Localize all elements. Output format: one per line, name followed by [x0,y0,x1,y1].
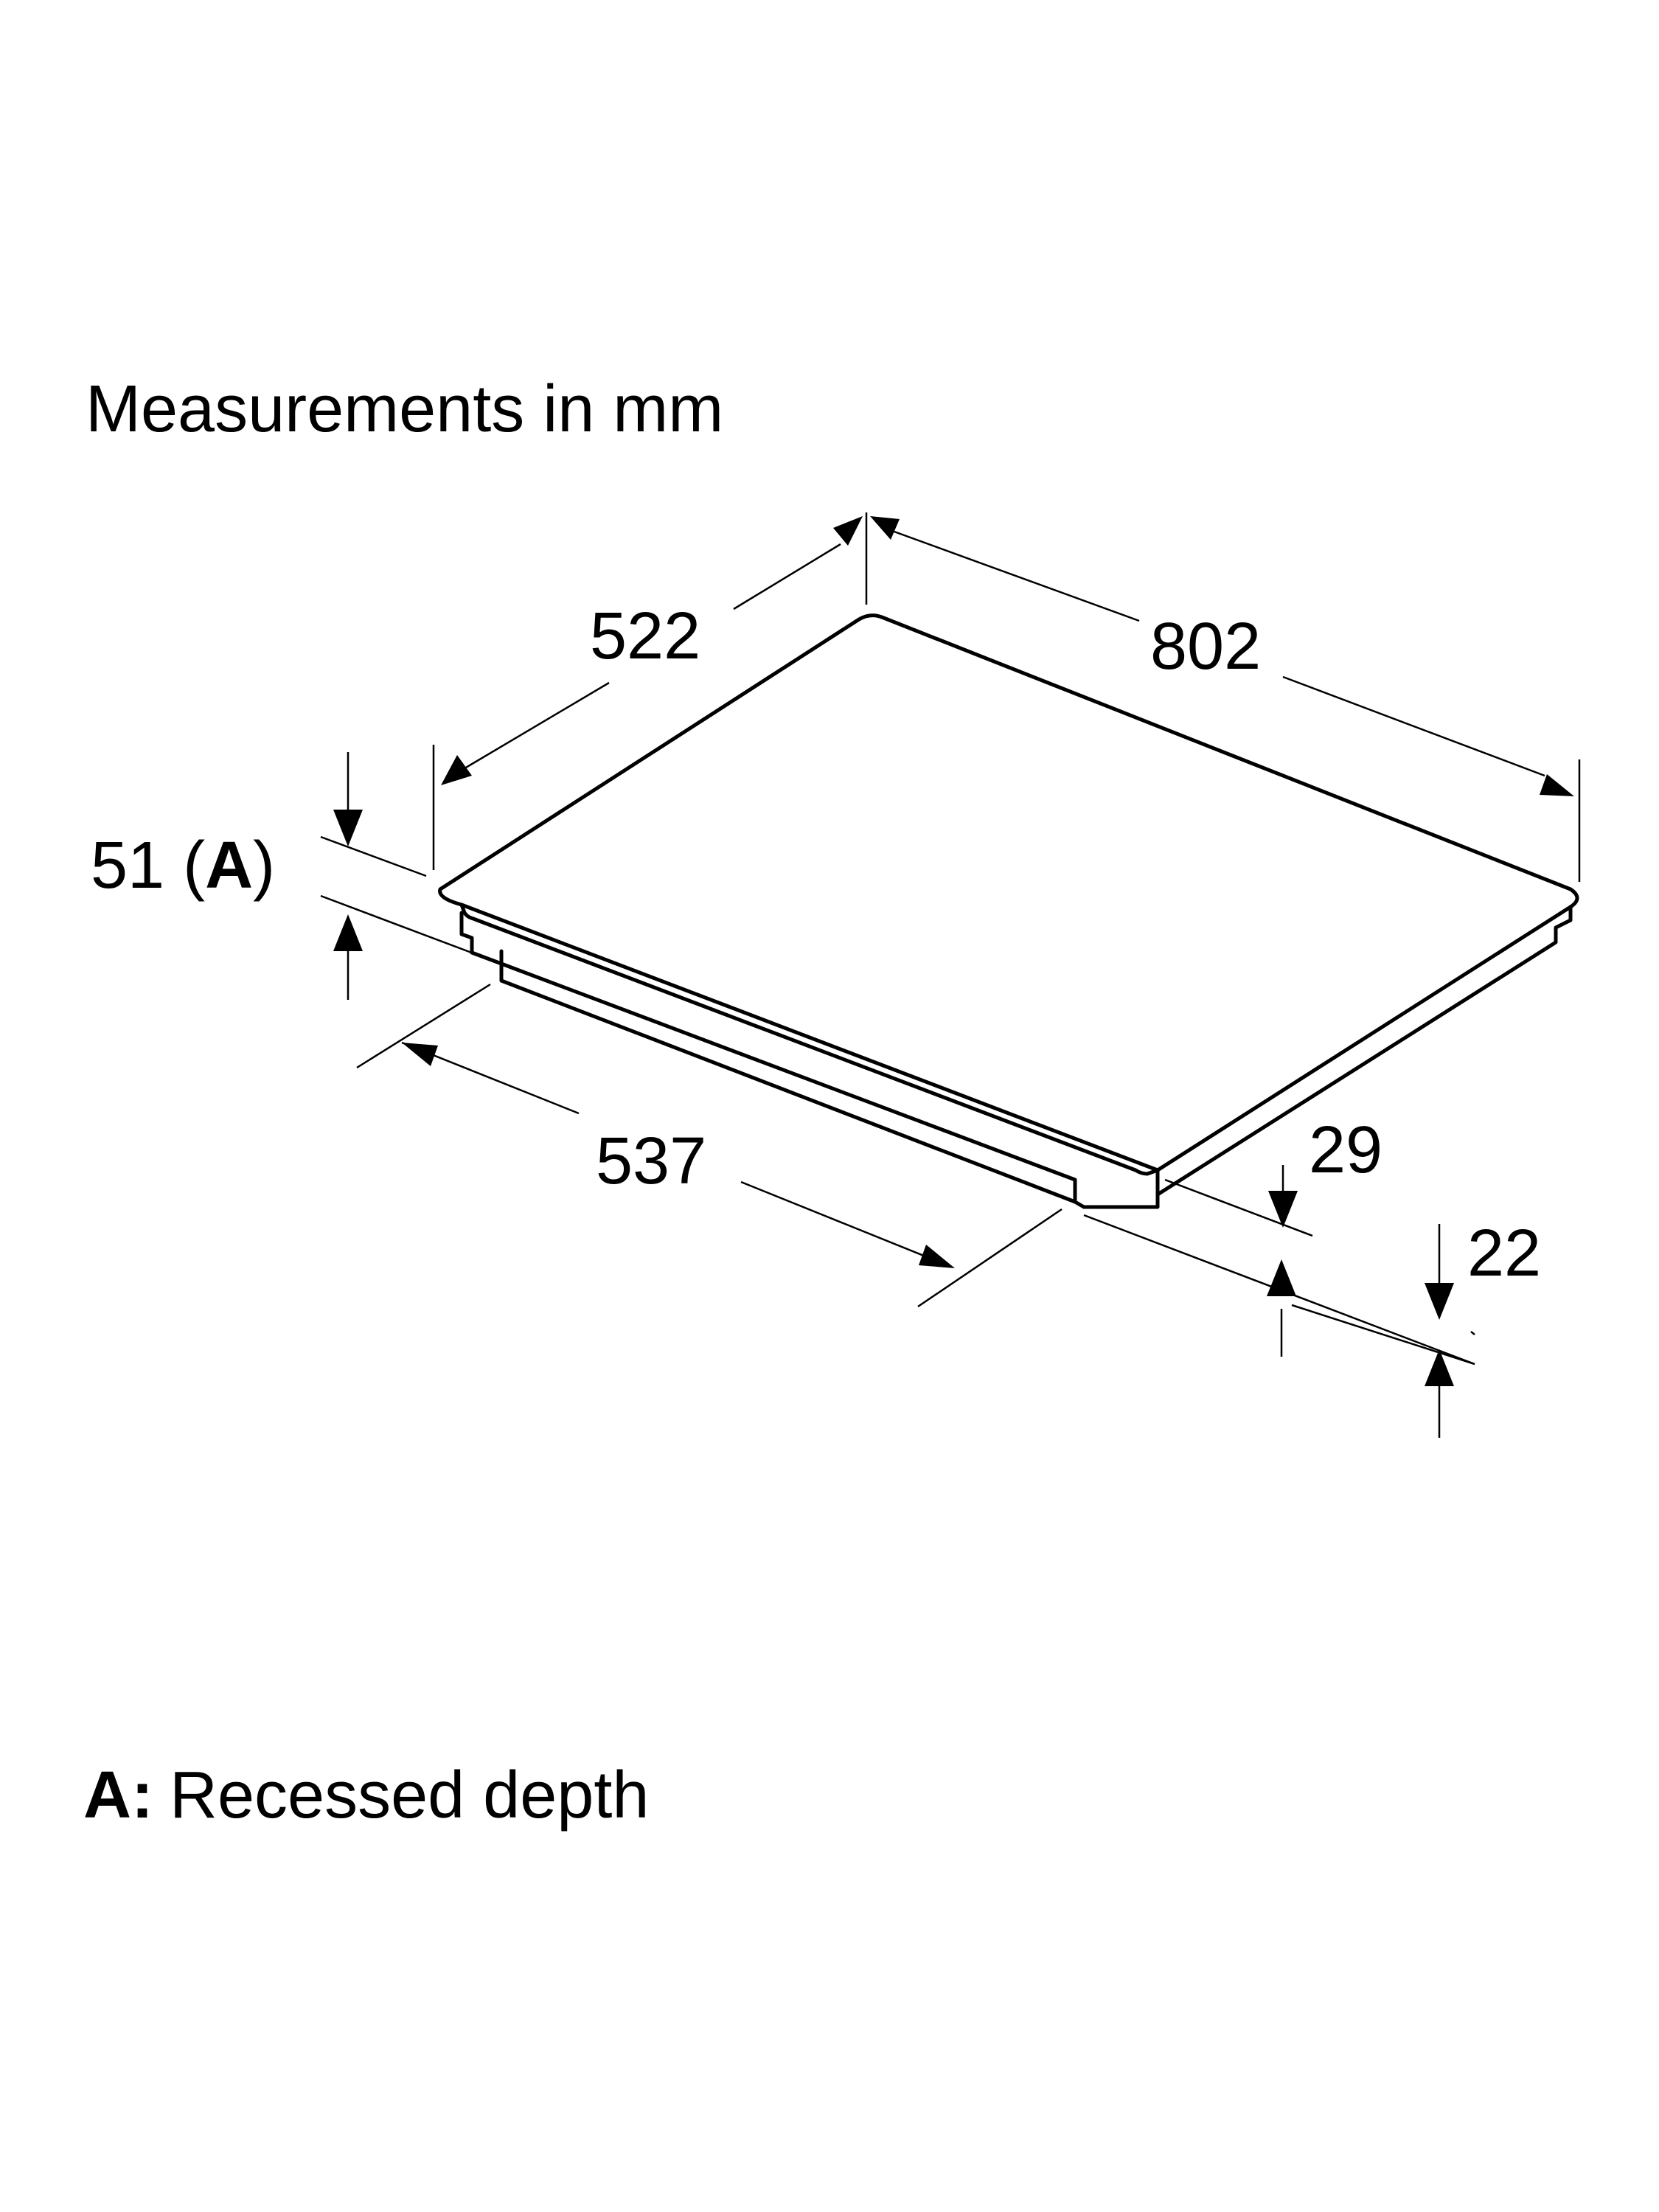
dimension-label-51: 51 (A) [91,829,275,902]
legend-key: A: [83,1759,153,1832]
dimension-29: 29 [1083,1113,1475,1366]
dimension-537: 537 [356,983,1062,1308]
dimension-label-537: 537 [596,1124,706,1198]
dimension-51-recess: 51 (A) [91,752,480,1000]
hob-top-surface [438,613,1579,1172]
dimension-label-29: 29 [1309,1113,1382,1187]
hob-front-edge [459,902,1160,1176]
dimension-label-522: 522 [590,599,700,673]
recess-close: ) [253,829,275,902]
dimension-802: 802 [870,516,1581,882]
hob-left-step [459,911,504,966]
dimension-22: 22 [1291,1217,1541,1438]
hob-right-step [1155,905,1573,1197]
legend: A:Recessed depth [83,1759,649,1832]
dimension-label-22: 22 [1467,1217,1541,1290]
recess-letter: A [205,829,253,902]
hob-cutout-base [499,949,1077,1204]
dimension-label-802: 802 [1150,610,1261,684]
page-title: Measurements in mm [86,372,723,446]
dimension-522: 522 [432,512,868,870]
recess-value: 51 ( [91,829,205,902]
hob-body-side [499,961,1160,1209]
hob-outline [438,613,1579,1209]
legend-text: Recessed depth [170,1759,649,1832]
